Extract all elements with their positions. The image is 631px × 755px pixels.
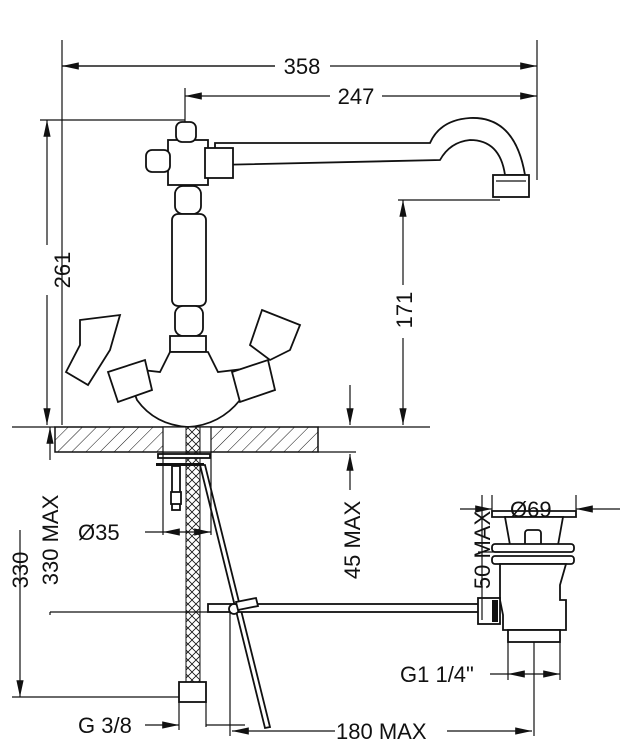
overall-width-label: 358 [284,54,321,79]
dimension-diameter-69: Ø69 [460,495,620,522]
supply-hose [156,426,211,703]
drain-depth-label: 50 MAX [470,511,495,590]
spout-reach-label: 247 [338,84,375,109]
faucet-body [64,117,530,428]
dimension-45-max: 45 MAX [318,385,365,579]
dimension-171: 171 [318,199,500,428]
drain-thread-label: G1 1/4" [400,662,474,687]
hose-length-max-label: 330 MAX [38,494,63,585]
dimension-50-max: 50 MAX [470,495,500,620]
total-height-label: 261 [50,252,75,289]
dimension-261: 261 [40,119,185,425]
hose-length-label: 330 [8,552,33,589]
deck-thickness-label: 45 MAX [340,501,365,580]
inlet-thread-label: G 3/8 [78,713,132,738]
dimension-diameter-35: Ø35 [78,452,212,545]
drain-diameter-label: Ø69 [510,497,552,522]
dimension-358: 358 [61,40,538,425]
dimension-drain-thread: G1 1/4" [400,642,561,687]
pop-up-drain [477,510,577,643]
dimension-inlet-thread: G 3/8 [78,702,180,738]
rod-length-label: 180 MAX [336,719,427,744]
dimension-330: 330 330 MAX [8,426,208,698]
dimension-247: 247 [184,84,537,125]
hole-diameter-label: Ø35 [78,520,120,545]
dimension-180-max: 180 MAX [205,612,535,744]
spout-height-label: 171 [392,292,417,329]
